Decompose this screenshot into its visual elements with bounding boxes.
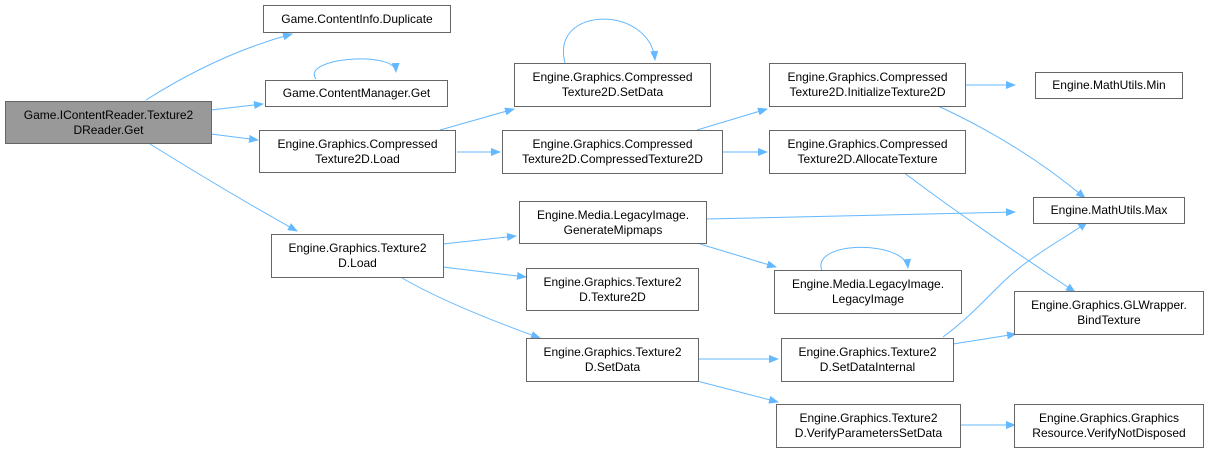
node-label-line2: D.VerifyParametersSetData [794, 426, 943, 440]
node-label-line1: Engine.Graphics.Compressed [532, 137, 693, 151]
edge-ct2dsetdata-self [562, 18, 659, 64]
node-label: Engine.MathUtils.Min [1052, 78, 1166, 92]
node-label-line1: Engine.Media.LegacyImage. [791, 277, 945, 291]
node-label-line1: Engine.Media.LegacyImage. [536, 207, 690, 222]
node-label-line2: Texture2D.AllocateTexture [797, 152, 938, 166]
node-label-line2: GenerateMipmaps [563, 222, 663, 237]
node-label: Game.ContentInfo.Duplicate [281, 11, 433, 26]
edge-alloc-bind [902, 171, 1076, 293]
node-label-line1: Engine.Graphics.Compressed [532, 70, 693, 84]
edge-ct2dload-setdata [439, 107, 515, 131]
edge-t2dload-genmip [442, 233, 517, 245]
edge-t2dload-setdata [401, 277, 541, 339]
node-label: Game.ContentManager.Get [282, 86, 431, 100]
edge-genmip-legacy [699, 243, 777, 269]
node-label-line2: LegacyImage [831, 292, 905, 306]
node-label-line1: Engine.Graphics.Texture2 [288, 241, 427, 255]
node-label-line1: Engine.Graphics.Graphics [1038, 411, 1180, 425]
node-label-line1: Engine.Graphics.Compressed [787, 137, 948, 151]
edge-contentmanager-self [313, 58, 400, 80]
node-label-line1: Engine.Graphics.Texture2 [543, 274, 682, 289]
node-label-line2: D.Texture2D [579, 289, 646, 304]
node-label-line1: Engine.Graphics.Texture2 [543, 345, 682, 359]
edge-init-max [937, 105, 1086, 199]
node-mathutils-max[interactable]: Engine.MathUtils.Max [1033, 197, 1185, 224]
node-label-line2: D.Load [338, 256, 377, 270]
edge-root-contentmanager [210, 101, 264, 111]
node-mathutils-min[interactable]: Engine.MathUtils.Min [1035, 72, 1183, 99]
edge-setdatainternal-bind [952, 331, 1017, 345]
node-glwrapper-bindtexture[interactable]: Engine.Graphics.GLWrapper.BindTexture [1014, 291, 1204, 335]
node-label-line1: Engine.Graphics.Texture2 [798, 345, 937, 359]
node-label-line2: D.SetData [584, 360, 641, 374]
node-label-line2: Texture2D.CompressedTexture2D [522, 152, 703, 166]
edge-setdata-verify [696, 380, 779, 404]
node-label-line1: Engine.Graphics.Texture2 [799, 411, 938, 425]
node-legacyimage-generatemipmaps[interactable]: Engine.Media.LegacyImage.GenerateMipmaps [519, 201, 707, 244]
edge-ctor-init [696, 107, 768, 131]
node-label-line2: Texture2D.InitializeTexture2D [789, 85, 946, 99]
edge-setdatainternal-max [942, 221, 1088, 338]
node-contentinfo-duplicate[interactable]: Game.ContentInfo.Duplicate [263, 5, 451, 33]
node-label-line2: Resource.VerifyNotDisposed [1032, 426, 1186, 440]
node-label-line2: BindTexture [1077, 313, 1141, 327]
node-label-line1: Engine.Graphics.Compressed [277, 136, 438, 151]
node-label-line2: D.SetDataInternal [819, 360, 916, 374]
node-label-line1: Game.IContentReader.Texture2 [23, 107, 194, 122]
node-contentmanager-get[interactable]: Game.ContentManager.Get [265, 80, 448, 107]
node-label-line2: Texture2D.SetData [561, 85, 664, 99]
node-label-line2: Texture2D.Load [315, 151, 400, 166]
node-label-line1: Engine.Graphics.GLWrapper. [1031, 298, 1187, 312]
edge-legacy-self [820, 246, 911, 272]
edge-root-t2dload [149, 143, 298, 232]
edge-genmip-max [705, 208, 1016, 220]
edge-root-duplicate [145, 32, 293, 101]
node-label: Engine.MathUtils.Max [1050, 203, 1168, 217]
edge-root-ct2dload [210, 133, 259, 143]
node-label-line1: Engine.Graphics.Compressed [787, 70, 948, 84]
node-legacyimage-legacyimage[interactable]: Engine.Media.LegacyImage.LegacyImage [774, 270, 962, 314]
node-label-line2: DReader.Get [73, 122, 144, 137]
edge-t2dload-t2dctor [442, 266, 527, 280]
